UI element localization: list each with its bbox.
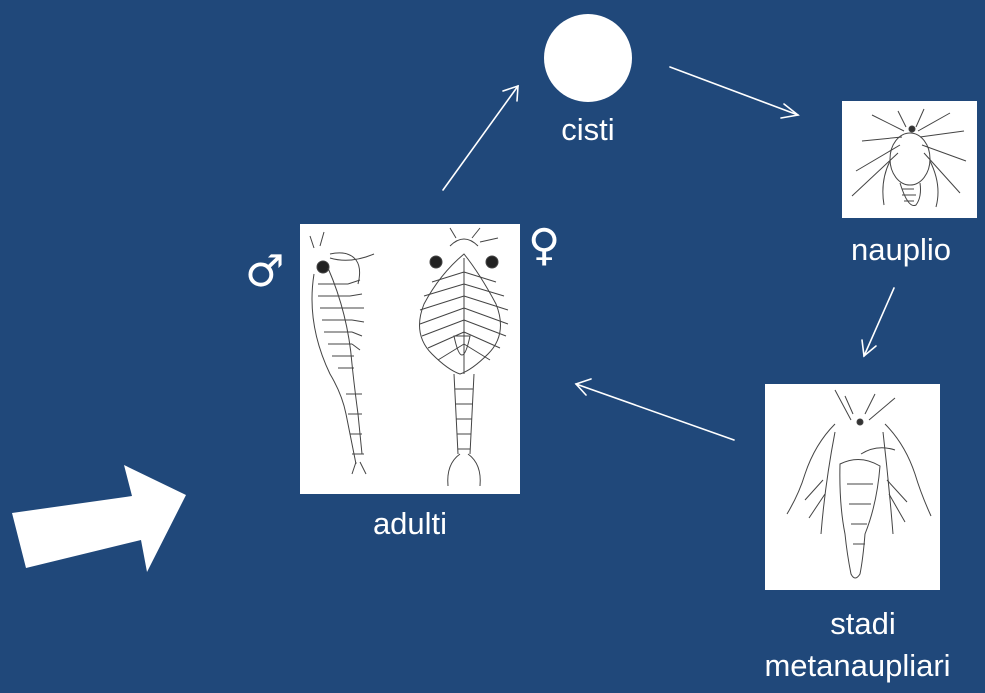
nauplius-drawing [842, 101, 977, 218]
arrow-metanauplius-to-adults [576, 379, 734, 440]
arrow-adults-to-cysts [443, 86, 518, 190]
metanauplius-label-line2: metanaupliari [730, 648, 985, 684]
adult-artemia-drawing [300, 224, 520, 494]
nauplius-label: nauplio [826, 232, 976, 268]
metanauplius-drawing [765, 384, 940, 590]
cyst-circle-icon [544, 14, 632, 102]
arrow-nauplius-to-metanauplius [862, 288, 894, 356]
block-arrow-icon [12, 465, 186, 572]
male-symbol-icon: ♂ [245, 250, 284, 294]
metanauplius-label-line1: stadi [758, 606, 968, 642]
female-symbol-icon: ♀ [528, 224, 560, 268]
adults-label: adulti [340, 506, 480, 542]
arrow-cysts-to-nauplius [670, 67, 798, 118]
cysts-label: cisti [548, 112, 628, 148]
